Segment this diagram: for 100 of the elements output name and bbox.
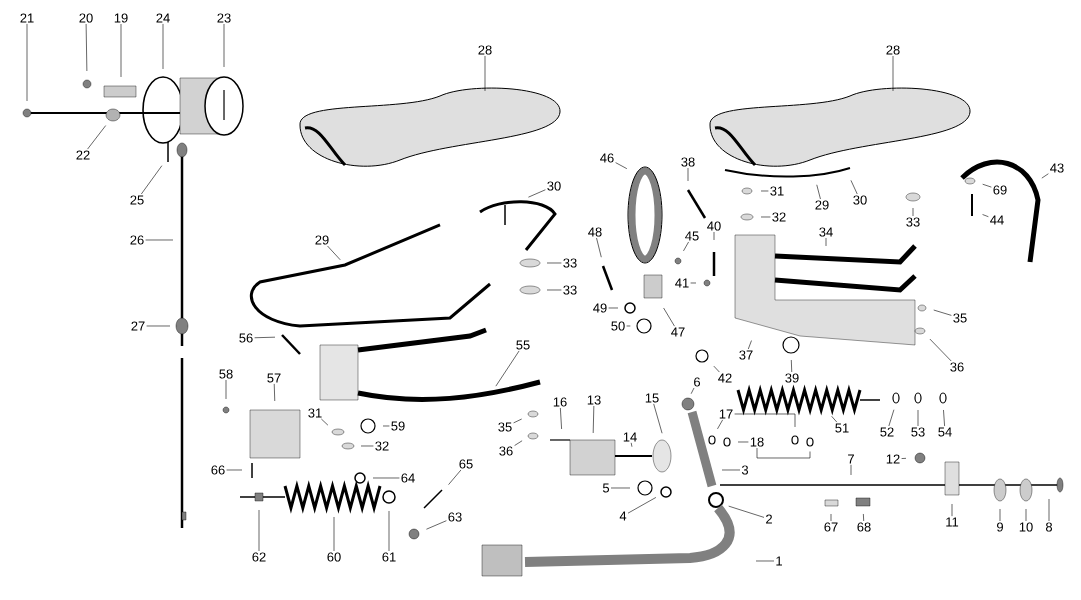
callout-number: 19 <box>114 13 128 23</box>
callout-number: 1 <box>776 556 782 566</box>
callout-number: 37 <box>739 350 753 360</box>
leader-line <box>321 418 329 426</box>
leader-line <box>1041 173 1049 179</box>
callout-number: 6 <box>694 377 701 387</box>
leader-line <box>831 415 838 423</box>
callout-number: 47 <box>671 327 685 337</box>
callout-number: 43 <box>1050 163 1064 173</box>
leader-line <box>495 350 520 387</box>
leader-line <box>273 383 276 402</box>
callout-number: 42 <box>718 373 732 383</box>
callout-number: 2 <box>766 514 772 524</box>
callout-number: 46 <box>600 153 614 163</box>
leader-line <box>360 445 374 447</box>
callout-number: 4 <box>619 511 627 521</box>
callout-number: 30 <box>547 181 561 191</box>
leader-line <box>333 516 335 552</box>
leader-line <box>254 336 276 339</box>
callout-number: 16 <box>553 397 567 407</box>
leader-line <box>816 184 821 200</box>
callout-number: 57 <box>267 373 281 383</box>
callout-number: 51 <box>835 423 849 433</box>
callout-number: 7 <box>848 454 854 464</box>
leader-line <box>830 513 832 522</box>
callout-number: 53 <box>911 427 925 437</box>
leader-line <box>713 231 715 241</box>
callout-number: 69 <box>993 185 1007 195</box>
callout-number: 55 <box>516 340 530 350</box>
callout-number: 63 <box>448 512 462 522</box>
leader-line <box>141 165 163 195</box>
callout-number: 67 <box>824 522 838 532</box>
leader-line <box>626 325 631 327</box>
leader-line <box>560 407 562 430</box>
leader-line <box>223 23 225 68</box>
callout-number: 66 <box>211 465 225 475</box>
leader-line <box>610 487 631 489</box>
leader-line <box>225 379 227 400</box>
leader-line <box>863 513 864 522</box>
leader-line <box>448 469 462 485</box>
leader-line <box>713 365 720 373</box>
leader-line <box>690 282 697 284</box>
leader-line <box>760 216 771 218</box>
leader-line <box>850 180 858 195</box>
callout-number: 35 <box>498 422 512 432</box>
callout-number: 18 <box>750 437 764 447</box>
leader-line <box>888 409 895 427</box>
leader-line <box>943 409 945 427</box>
leader-line <box>933 309 952 316</box>
leader-line <box>608 307 619 309</box>
callout-number: 49 <box>593 303 607 313</box>
callout-number: 12 <box>886 454 900 464</box>
leader-line <box>146 325 171 327</box>
callout-number: 40 <box>707 221 721 231</box>
leader-line <box>1025 508 1027 522</box>
callout-number: 56 <box>239 333 253 343</box>
leader-line <box>901 458 907 459</box>
callout-number: 22 <box>76 150 90 160</box>
callout-number: 21 <box>20 13 34 23</box>
callout-number: 34 <box>819 227 833 237</box>
callout-number: 33 <box>906 217 920 227</box>
leader-line <box>721 469 741 471</box>
leader-line <box>372 477 400 479</box>
callout-number: 27 <box>131 321 145 331</box>
leader-line <box>982 214 989 217</box>
callout-number: 52 <box>880 427 894 437</box>
leader-line <box>513 418 522 424</box>
callout-number: 13 <box>587 395 601 405</box>
leader-line <box>145 239 174 241</box>
callout-number: 41 <box>675 278 689 288</box>
callout-number: 45 <box>685 231 699 241</box>
callout-number: 15 <box>645 393 659 403</box>
callout-number: 23 <box>217 13 231 23</box>
leader-line <box>615 162 628 169</box>
callout-number: 25 <box>130 195 144 205</box>
leader-line <box>546 262 562 264</box>
callout-number: 24 <box>156 13 170 23</box>
callout-number: 9 <box>997 522 1003 532</box>
callout-number: 62 <box>252 552 266 562</box>
callout-number: 61 <box>382 552 396 562</box>
leader-line <box>327 245 341 261</box>
leader-line <box>382 425 390 427</box>
callout-number: 28 <box>478 45 492 55</box>
callout-number: 17 <box>719 409 733 419</box>
callout-number: 48 <box>588 227 602 237</box>
callout-number: 38 <box>681 157 695 167</box>
leader-line <box>87 125 107 150</box>
callout-number: 3 <box>741 465 749 475</box>
leader-line <box>760 190 769 192</box>
callout-number: 36 <box>950 362 964 372</box>
callout-number: 50 <box>611 321 625 331</box>
callout-number: 8 <box>1045 522 1053 532</box>
callout-number: 5 <box>602 483 610 493</box>
leader-line <box>514 440 523 446</box>
leader-line <box>388 510 390 552</box>
leader-line <box>630 442 633 448</box>
callout-number: 33 <box>563 258 577 268</box>
leader-line <box>1048 498 1050 522</box>
leader-line <box>734 413 796 428</box>
callout-number: 31 <box>770 186 784 196</box>
